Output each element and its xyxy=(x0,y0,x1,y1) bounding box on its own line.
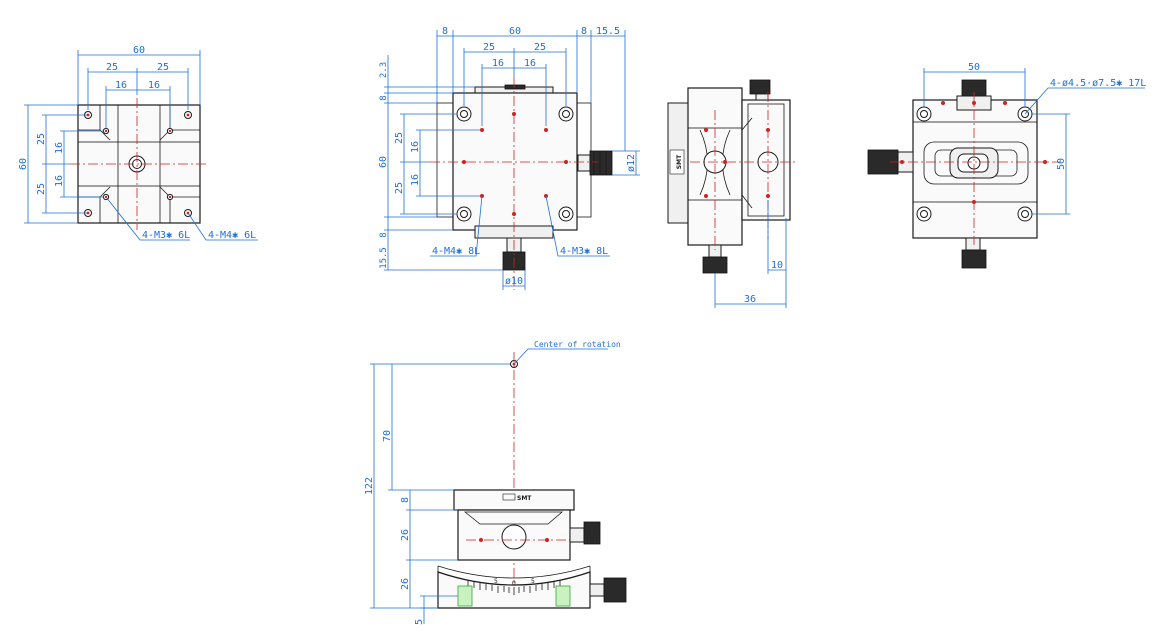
front-dim-60: 60 xyxy=(509,26,521,37)
front-dim-16-right: 16 xyxy=(524,58,536,69)
top-dim-25-top: 25 xyxy=(36,133,47,145)
side-logo: SMT xyxy=(676,154,683,169)
bottom-bottom-knob xyxy=(961,249,987,269)
rotation-view: Center of rotation SMT xyxy=(364,340,627,625)
bottom-view: 50 50 4-ø4.5·ø7.5✱ 17L xyxy=(867,62,1146,269)
side-view: SMT 10 36 xyxy=(667,79,795,308)
front-dim-dia-10: ø10 xyxy=(505,276,523,287)
front-dim-25-right: 25 xyxy=(534,42,546,53)
front-callout-m4: 4-M4✱ 8L xyxy=(432,246,480,257)
top-dim-16-right: 16 xyxy=(148,80,160,91)
front-dim-8-left: 8 xyxy=(442,26,448,37)
rotation-upper-knob xyxy=(583,521,601,545)
side-bottom-knob xyxy=(702,256,728,274)
front-dim-8-lower: 8 xyxy=(379,232,389,237)
top-dim-25-bottom: 25 xyxy=(36,183,47,195)
side-dim-36: 36 xyxy=(744,294,756,305)
scale-label-right: 5 xyxy=(531,578,535,585)
top-callout-m4: 4-M4✱ 6L xyxy=(208,230,256,241)
front-dim-60-vertical: 60 xyxy=(378,156,389,168)
front-dim-25-v-top: 25 xyxy=(394,132,405,144)
front-dim-15-5: 15.5 xyxy=(596,26,620,37)
scale-label-mid: 0 xyxy=(512,580,516,587)
rotation-scale: 5 0 5 xyxy=(467,578,561,595)
bottom-callout-holes: 4-ø4.5·ø7.5✱ 17L xyxy=(1050,78,1146,89)
rotation-dim-26-upper: 26 xyxy=(400,529,411,541)
rotation-lock-left xyxy=(457,585,473,607)
rotation-logo: SMT xyxy=(517,495,532,502)
top-dim-25-right: 25 xyxy=(157,62,169,73)
top-dim-16-bottom: 16 xyxy=(54,175,65,187)
rotation-dim-70: 70 xyxy=(382,430,393,442)
front-callout-m3: 4-M3✱ 8L xyxy=(560,246,608,257)
front-view-body xyxy=(452,92,578,231)
front-dim-8-right: 8 xyxy=(581,26,587,37)
rotation-lock-right xyxy=(555,585,571,607)
top-dim-60: 60 xyxy=(133,45,145,56)
top-dim-16-top: 16 xyxy=(54,142,65,154)
side-top-knob xyxy=(749,79,771,95)
bottom-dim-50-top: 50 xyxy=(968,62,980,73)
front-view: 8 60 8 15.5 25 25 16 16 2.3 8 60 8 15.5 … xyxy=(378,26,640,290)
top-dim-25-left: 25 xyxy=(106,62,118,73)
rotation-dim-26-lower: 26 xyxy=(400,578,411,590)
side-dim-10: 10 xyxy=(771,260,783,271)
bottom-dim-50-side: 50 xyxy=(1056,158,1067,170)
scale-label-left: 5 xyxy=(494,578,498,585)
front-dim-15-5-bottom: 15.5 xyxy=(379,247,389,269)
front-dim-25-v-bottom: 25 xyxy=(394,182,405,194)
front-dim-2-3: 2.3 xyxy=(379,62,389,78)
front-dim-dia-12: ø12 xyxy=(626,154,637,172)
front-dim-25-left: 25 xyxy=(483,42,495,53)
rotation-dim-5: 5 xyxy=(414,619,425,625)
front-side-knob xyxy=(589,150,613,176)
top-callout-m3: 4-M3✱ 6L xyxy=(142,230,190,241)
front-dim-16-v-top: 16 xyxy=(410,141,421,153)
rotation-dim-122: 122 xyxy=(364,477,375,495)
top-view: 60 25 25 16 16 60 25 25 16 16 4-M3✱ 6L 4… xyxy=(18,45,258,241)
rotation-dim-8: 8 xyxy=(400,497,411,503)
center-of-rotation-label: Center of rotation xyxy=(534,340,621,349)
rotation-lower-knob xyxy=(603,577,627,603)
top-dim-60-vertical: 60 xyxy=(18,158,29,170)
front-dim-8-upper: 8 xyxy=(379,95,389,100)
m4-holes xyxy=(84,111,192,217)
top-dim-16-left: 16 xyxy=(115,80,127,91)
front-dim-16-v-bottom: 16 xyxy=(410,174,421,186)
front-dim-16-left: 16 xyxy=(492,58,504,69)
